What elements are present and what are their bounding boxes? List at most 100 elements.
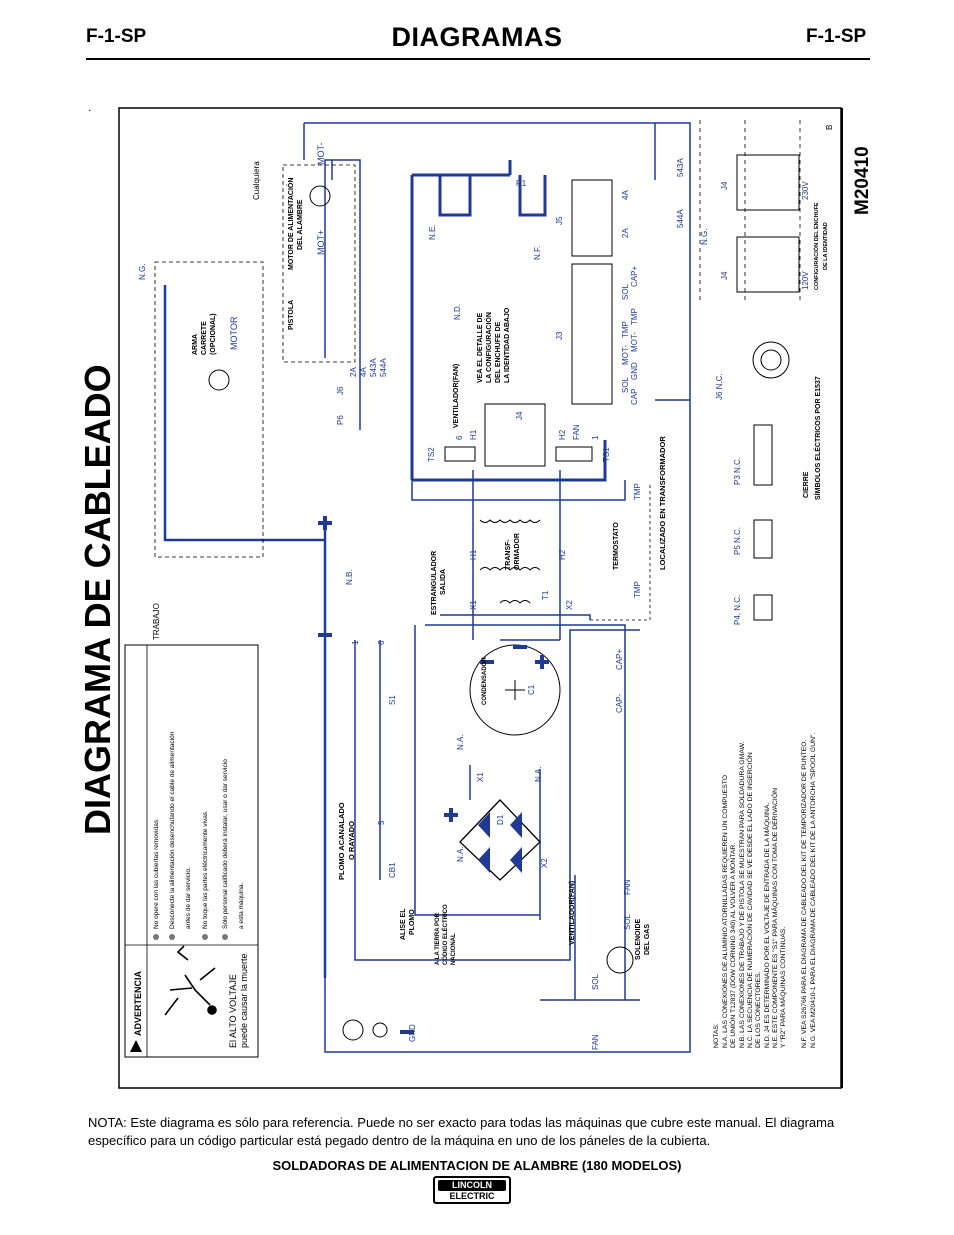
shock-figure-icon: [164, 945, 217, 1016]
note-line: DE UNIÓN T12837 (DOW CORNING 340) AL VOL…: [728, 843, 737, 1048]
label-estrangulador-2: SALIDA: [440, 569, 447, 595]
label-tmp-2: TMP: [633, 581, 642, 598]
label-alise-1: ALISE EL: [400, 908, 407, 940]
label-ts2: TS2: [427, 447, 436, 462]
label-ventilador-fan: VENTILADOR(FAN): [453, 364, 460, 428]
label-p6: P6: [336, 415, 345, 425]
label-mot-plus: MOT+: [316, 230, 326, 255]
label-solenoide-1: SOLENOIDE: [635, 918, 642, 960]
note-line: NOTAS:: [713, 1023, 720, 1048]
label-nb: N.B.: [345, 569, 354, 585]
warning-box: ADVERTENCIA El ALTO VOLTAJE puede causar…: [124, 644, 259, 1058]
label-j6-nc: J6 N.C.: [715, 373, 724, 400]
label-j4-fan: J4: [515, 411, 524, 420]
notes-block: NOTAS: N.A. LAS CONEXIONES DE ALUMINIO A…: [713, 733, 817, 1048]
note-line: N.B. LAS CONEXIONES DE TRABAJO Y DE PIST…: [739, 741, 746, 1048]
label-opcional: (OPCIONAL): [210, 313, 217, 355]
note-line: N.F. VEA S26766 PARA EL DIAGRAMA DE CABL…: [801, 739, 808, 1048]
label-p4: P4, N.C.: [733, 595, 742, 625]
j3-pin-label: MOT-: [621, 345, 630, 365]
label-estrangulador-1: ESTRANGULADOR: [431, 551, 438, 615]
label-120v: 120V: [801, 271, 810, 290]
warning-item-4: No toque las partes eléctricamente vivas…: [202, 810, 209, 929]
note-line: N.A. LAS CONEXIONES DE ALUMINIO ATORNILL…: [722, 775, 729, 1048]
label-sol-2: SOL: [623, 913, 632, 930]
label-j4-230: J4: [720, 181, 729, 190]
label-j4-120: J4: [720, 271, 729, 280]
label-tmp-1: TMP: [633, 483, 642, 500]
note-line: N.G. VEA M20410-1 PARA EL DIAGRAMA DE CA…: [810, 733, 817, 1048]
label-motor: MOTOR: [229, 316, 239, 350]
label-alise-2: PLOMO: [409, 909, 416, 935]
diagram-main-title: DIAGRAMA DE CABLEADO: [77, 364, 118, 835]
label-fan-2: FAN: [623, 879, 632, 895]
label-nf: N.F.: [533, 246, 542, 260]
label-tierra-2: CÓDIGO ELÉCTRICO: [441, 904, 449, 965]
label-wire-544a: 544A: [379, 358, 388, 377]
label-tierra-3: NACIONAL: [451, 933, 457, 965]
warning-voltage-2: puede causar la muerte: [239, 953, 249, 1048]
label-fan-top: FAN: [572, 424, 581, 440]
label-ne: N.E.: [428, 224, 437, 240]
label-transformador-2: ORMADOR: [514, 533, 521, 570]
label-cualquiera: Cualquiera: [252, 161, 261, 200]
label-vea-3: DEL ENCHUFE DE: [495, 321, 502, 383]
label-wire-4a: 4A: [359, 367, 368, 377]
warning-item-6: a esta máquina.: [238, 883, 245, 929]
label-cb1: CB1: [388, 862, 397, 878]
label-p5: P5 N.C.: [733, 527, 742, 555]
label-h1-top: H1: [469, 429, 478, 440]
note-line: N.D. J4 ES DETERMINADO POR EL VOLTAJE DE…: [762, 803, 771, 1048]
reference-note: NOTA: Este diagrama es sólo para referen…: [88, 1115, 835, 1148]
label-ng-1: N.G.: [138, 264, 147, 280]
note-line: Y "R2" PARA MÁQUINAS CONTINUAS.: [778, 927, 787, 1048]
label-arma: ARMA: [192, 334, 199, 355]
label-fan-bottom: FAN: [591, 1034, 600, 1050]
warning-item-5: Sólo personal calificado deberá instalar…: [222, 759, 229, 929]
label-nd: N.D.: [453, 304, 462, 320]
label-x1-b: X1: [476, 772, 485, 782]
label-x1: X1: [469, 600, 478, 610]
warning-item-1: No opere con las cubiertas removidas.: [153, 818, 160, 929]
pistola-box: [282, 164, 356, 363]
label-wire-1: 1: [351, 640, 360, 645]
label-h2: H2: [558, 549, 567, 560]
label-termostato: TERMOSTATO: [613, 522, 620, 570]
j3-pin-label: TMP: [621, 321, 630, 338]
label-condensador: CONDENSADOR: [482, 657, 488, 705]
components: [208, 154, 800, 1041]
label-ts1-1: 1: [591, 435, 600, 440]
diagram-rev: B: [825, 125, 834, 130]
label-p3: P3 N.C.: [733, 457, 742, 485]
label-j5: J5: [555, 216, 564, 225]
label-ventilador-2: VENTILADOR(FAN): [569, 881, 576, 945]
note-line: N.C. LA SECUENCIA DE NUMERACIÓN DE CAVID…: [745, 752, 754, 1048]
label-carrete: CARRETE: [201, 321, 208, 355]
label-t1: T1: [541, 590, 550, 600]
label-motor-alim-2: DEL ALAMBRE: [297, 199, 304, 250]
label-cap-minus: CAP-: [615, 694, 624, 713]
label-pistola: PISTOLA: [288, 300, 295, 330]
warning-voltage-1: El ALTO VOLTAJE: [228, 974, 238, 1048]
footer-title: SOLDADORAS DE ALIMENTACION DE ALAMBRE (1…: [272, 1158, 682, 1173]
j3-pin-label: SOL: [621, 283, 630, 300]
logo-line-1: LINCOLN: [438, 1180, 506, 1191]
label-wire-543a-right: 543A: [676, 158, 685, 177]
label-wire-2a: 2A: [349, 367, 358, 377]
j3-pin-label: CAP: [630, 389, 639, 405]
label-wire-4a-right: 4A: [621, 190, 630, 200]
label-motor-alim-1: MOTOR DE ALIMENTACIÓN: [286, 178, 295, 270]
label-ng-2: N.G.: [700, 229, 709, 245]
label-vea-2: LA CONFIGURACIÓN: [484, 312, 493, 383]
spool-gun-box: [154, 261, 264, 558]
label-simbolos: SÍMBOLOS ELÉCTRICOS POR E1537: [813, 376, 822, 500]
warning-item-3: antes de dar servicio.: [185, 867, 192, 929]
label-x2: X2: [565, 600, 574, 610]
label-vea-4: LA IDENTIDAD ABAJO: [504, 307, 511, 383]
polarity-symbols: [318, 516, 549, 1034]
diagram-code: M20410: [852, 146, 873, 215]
label-wire-544a-right: 544A: [676, 209, 685, 228]
note-line: DE LOS CONECTORES.: [755, 971, 762, 1048]
label-230v: 230V: [801, 181, 810, 200]
label-solenoide-2: DEL GAS: [644, 924, 651, 955]
